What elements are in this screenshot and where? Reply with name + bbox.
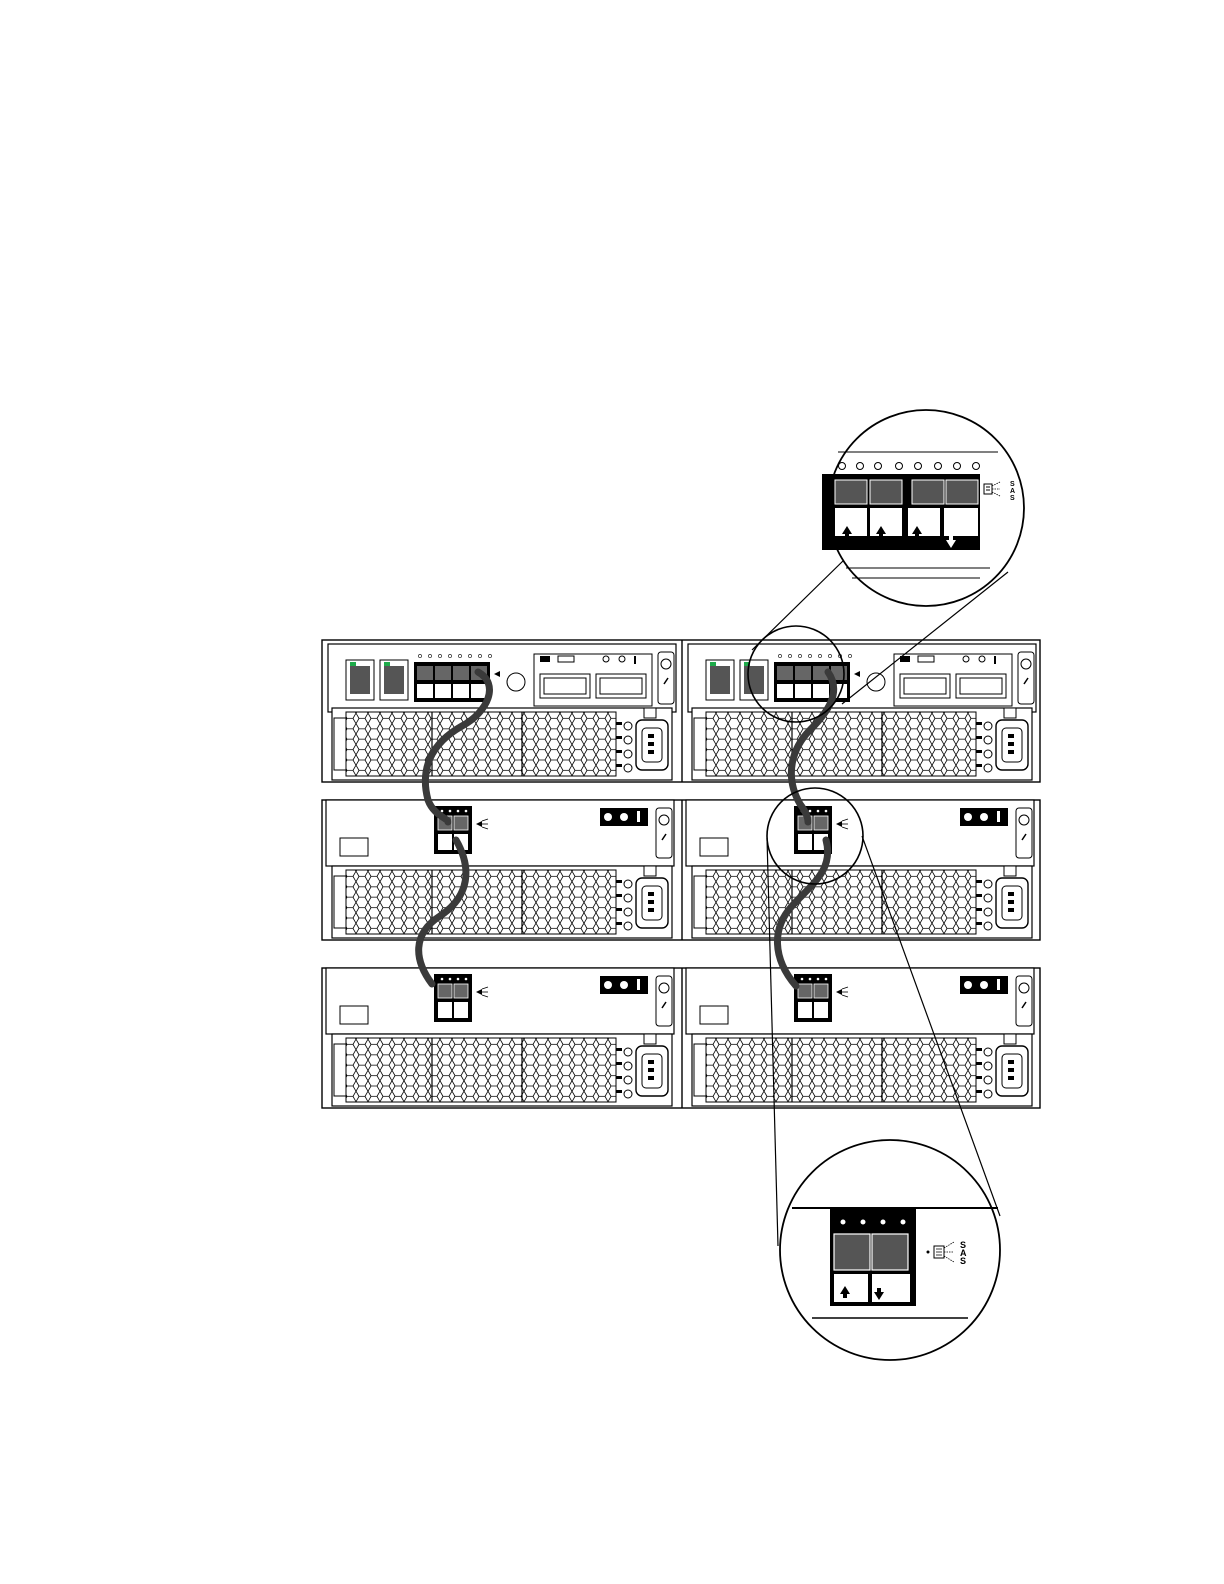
power-supply-2a bbox=[332, 866, 672, 938]
io-module-2b bbox=[686, 800, 1034, 866]
controller-module-a bbox=[328, 644, 676, 712]
power-supply-1b bbox=[692, 708, 1032, 780]
power-supply-2b bbox=[692, 866, 1032, 938]
callout-controller-sas-ports: S A S bbox=[822, 410, 1024, 606]
expansion-shelf-1 bbox=[322, 800, 1040, 940]
power-supply-3b bbox=[692, 1034, 1032, 1106]
sas-label-letter-1: S bbox=[1010, 481, 1015, 488]
callout-expansion-sas-ports: S A S bbox=[780, 1140, 1000, 1360]
expansion-shelf-2 bbox=[322, 968, 1040, 1108]
power-supply-3a bbox=[332, 1034, 672, 1106]
power-supply-1a bbox=[332, 708, 672, 780]
controller-module-b bbox=[688, 644, 1036, 712]
sas-label-letter-2: A bbox=[1010, 488, 1015, 495]
io-module-3a bbox=[326, 968, 674, 1034]
io-module-2a bbox=[326, 800, 674, 866]
sas-label-letter-3: S bbox=[1010, 495, 1015, 502]
sas-label-letter-3: S bbox=[960, 1256, 966, 1266]
io-module-3b bbox=[686, 968, 1034, 1034]
